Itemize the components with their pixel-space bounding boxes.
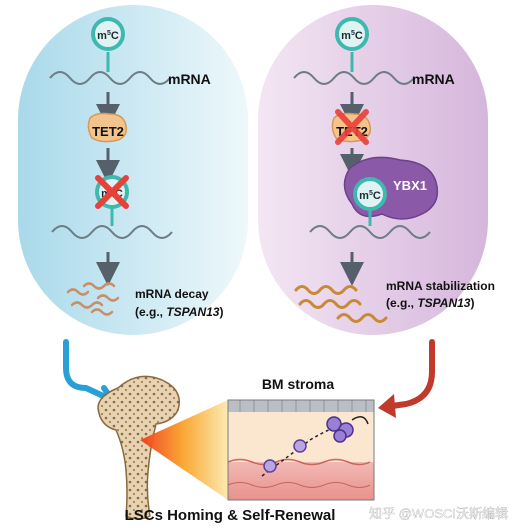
left-m5c-removed: m5C	[95, 175, 129, 226]
left-outcome-label: mRNA decay	[135, 287, 209, 301]
svg-text:m5C: m5C	[341, 30, 363, 42]
right-tet2-enzyme-blocked: TET2	[331, 109, 372, 145]
left-mrna-label: mRNA	[168, 71, 211, 87]
inhibition-arrow	[63, 339, 115, 403]
right-m5c-top: m5C	[335, 17, 369, 72]
right-mrna-label: mRNA	[412, 71, 455, 87]
left-tet2-enzyme: TET2	[87, 112, 128, 143]
left-mrna-strand	[49, 71, 171, 85]
zoom-cone	[140, 400, 228, 500]
left-example-label: (e.g., TSPAN13)	[135, 305, 223, 319]
lsc-cells	[261, 416, 369, 477]
right-mrna-strand	[293, 71, 415, 85]
right-outcome-label: mRNA stabilization	[386, 279, 495, 293]
left-decayed-fragments	[66, 282, 120, 316]
svg-text:m5C: m5C	[359, 190, 381, 202]
watermark: 知乎 @WOSCI沃斯编辑	[369, 506, 508, 521]
right-stable-mrna	[294, 285, 388, 323]
stroma-label: BM stroma	[262, 376, 335, 392]
left-mrna-strand-2	[51, 225, 173, 239]
right-example-label: (e.g., TSPAN13)	[386, 296, 474, 310]
promotion-arrowhead	[378, 394, 396, 418]
svg-text:m5C: m5C	[97, 30, 119, 42]
right-mrna-strand-2	[309, 225, 431, 239]
right-m5c-bound: m5C	[353, 177, 387, 226]
left-cross-icon	[95, 175, 129, 209]
left-m5c-top: m5C	[91, 17, 125, 72]
left-panel	[18, 5, 248, 335]
bone-femur	[97, 375, 180, 520]
promotion-arrow	[389, 339, 435, 409]
svg-text:YBX1: YBX1	[393, 178, 427, 193]
right-cross-icon	[335, 109, 369, 145]
svg-text:TET2: TET2	[92, 124, 124, 139]
caption: LSCs Homing & Self-Renewal	[125, 507, 336, 524]
blood-vessel	[228, 462, 374, 500]
